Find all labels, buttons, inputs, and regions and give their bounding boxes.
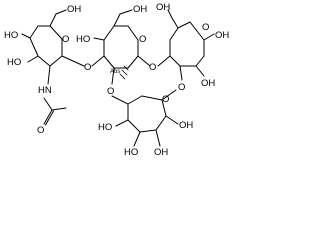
- label-o-ring1: O: [62, 34, 69, 45]
- label-hn-ring1: HN: [38, 85, 52, 96]
- label-o-ring4: O: [162, 94, 169, 105]
- label-o-acetyl: O: [37, 125, 44, 136]
- label-o-link-2-4: O: [107, 86, 114, 97]
- glycosidic-bond: [137, 55, 151, 67]
- label-ho-ring1-c4: HO: [4, 30, 18, 41]
- glycosidic-bond: [91, 55, 105, 67]
- label-o-link-1-2: O: [84, 62, 91, 73]
- label-o-link-3-4: O: [178, 82, 185, 93]
- label-oh-ring3-c2: OH: [201, 78, 215, 89]
- label-oh-ring3-ch2oh: OH: [156, 2, 170, 13]
- label-oh-ring3-anomeric: OH: [215, 30, 229, 41]
- glycosidic-bond: [111, 67, 115, 85]
- label-ho-ring2-c4: HO: [76, 34, 90, 45]
- label-o-link-2-3: O: [149, 62, 156, 73]
- label-oh-ring2-ch2oh: OH: [133, 4, 147, 15]
- label-oh-ring4-right: OH: [179, 120, 193, 131]
- label-abs-stereo: Abs: [110, 69, 120, 75]
- label-oh-ring1-ch2oh: OH: [67, 4, 81, 15]
- chemical-structure-diagram: OH HO O HO HN O O OH HO O Abs O OH O OH …: [4, 2, 229, 158]
- label-ho-ring4-left: HO: [98, 122, 112, 133]
- label-o-ring3: O: [202, 22, 209, 33]
- label-oh-ring4-bottom-right: OH: [154, 147, 168, 158]
- ring-central-mannose: [93, 9, 139, 80]
- label-ho-ring1-c3: HO: [7, 57, 21, 68]
- label-o-ring2: O: [139, 34, 146, 45]
- ring-glcnac: [21, 9, 67, 126]
- glycosidic-bond: [157, 55, 171, 67]
- label-ho-ring4-bottom-left: HO: [124, 147, 138, 158]
- ring-lower-mannose: [115, 95, 179, 147]
- glycosidic-bond: [111, 95, 129, 105]
- ring-reducing-end: [161, 9, 215, 101]
- glycosidic-bond: [61, 55, 85, 67]
